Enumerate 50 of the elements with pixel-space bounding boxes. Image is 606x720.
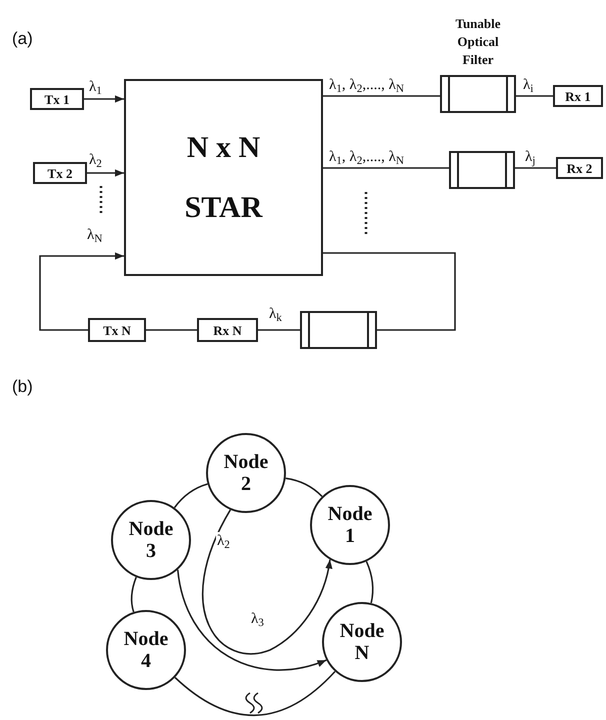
- connector-line: [130, 576, 137, 612]
- node-label: Node N: [338, 620, 386, 664]
- connector-line: [323, 167, 449, 169]
- device-box: [33, 162, 87, 184]
- device-label: Tx 2: [48, 166, 72, 180]
- arrow: [87, 169, 124, 177]
- arrow: [39, 252, 124, 331]
- connector-line: [515, 167, 556, 169]
- arrow: [202, 509, 332, 654]
- edge-label: λ$_{3}$: [250, 610, 265, 628]
- edge-label: λ$_{1}$: [88, 78, 103, 96]
- device-box: [88, 318, 146, 342]
- connector-line: [366, 561, 374, 604]
- device-box: [556, 157, 603, 179]
- edge-label: λ$_{1}$, λ$_{2}$,...., λ$_{N}$: [328, 148, 405, 166]
- edge-label: λ$_{k}$: [268, 305, 283, 323]
- device-box: [30, 88, 84, 110]
- node-label: Node 1: [326, 503, 374, 547]
- star-coupler-box: [124, 79, 323, 276]
- device-label: Rx 1: [565, 90, 591, 102]
- edge-label: λ$_{i}$: [522, 76, 534, 94]
- connector-line: [323, 95, 440, 97]
- node-label: Node 4: [122, 628, 170, 672]
- device-label: Rx N: [213, 324, 242, 336]
- star-label: N x N: [186, 132, 260, 162]
- edge-label: λ$_{j}$: [524, 148, 536, 166]
- star-label: STAR: [184, 192, 262, 222]
- arrow: [84, 95, 124, 103]
- arrow: [176, 570, 327, 671]
- connector-line: [174, 483, 208, 508]
- node-label: Node 3: [128, 518, 174, 562]
- connector-line: [286, 478, 323, 497]
- device-box: [553, 85, 603, 107]
- edge-label: λ$_{2}$: [88, 151, 103, 169]
- node-label: Node 2: [222, 451, 270, 495]
- connector-line: [258, 329, 300, 331]
- panel-label: (b): [12, 376, 33, 398]
- device-label: Tx 1: [44, 92, 70, 106]
- device-label: Tx N: [103, 324, 131, 336]
- connector-line: [174, 670, 336, 716]
- filter-caption: Tunable Optical Filter: [454, 15, 502, 69]
- connector-line: [323, 252, 456, 331]
- connector-line: [516, 95, 553, 97]
- edge-label: λ$_{1}$, λ$_{2}$,...., λ$_{N}$: [328, 76, 405, 94]
- device-box: [197, 318, 258, 342]
- edge-label: λ$_{2}$: [216, 532, 231, 550]
- connector-line: [146, 329, 197, 331]
- device-label: Rx 2: [566, 162, 592, 174]
- edge-label: λ$_{N}$: [86, 226, 104, 244]
- panel-label: (a): [12, 28, 33, 50]
